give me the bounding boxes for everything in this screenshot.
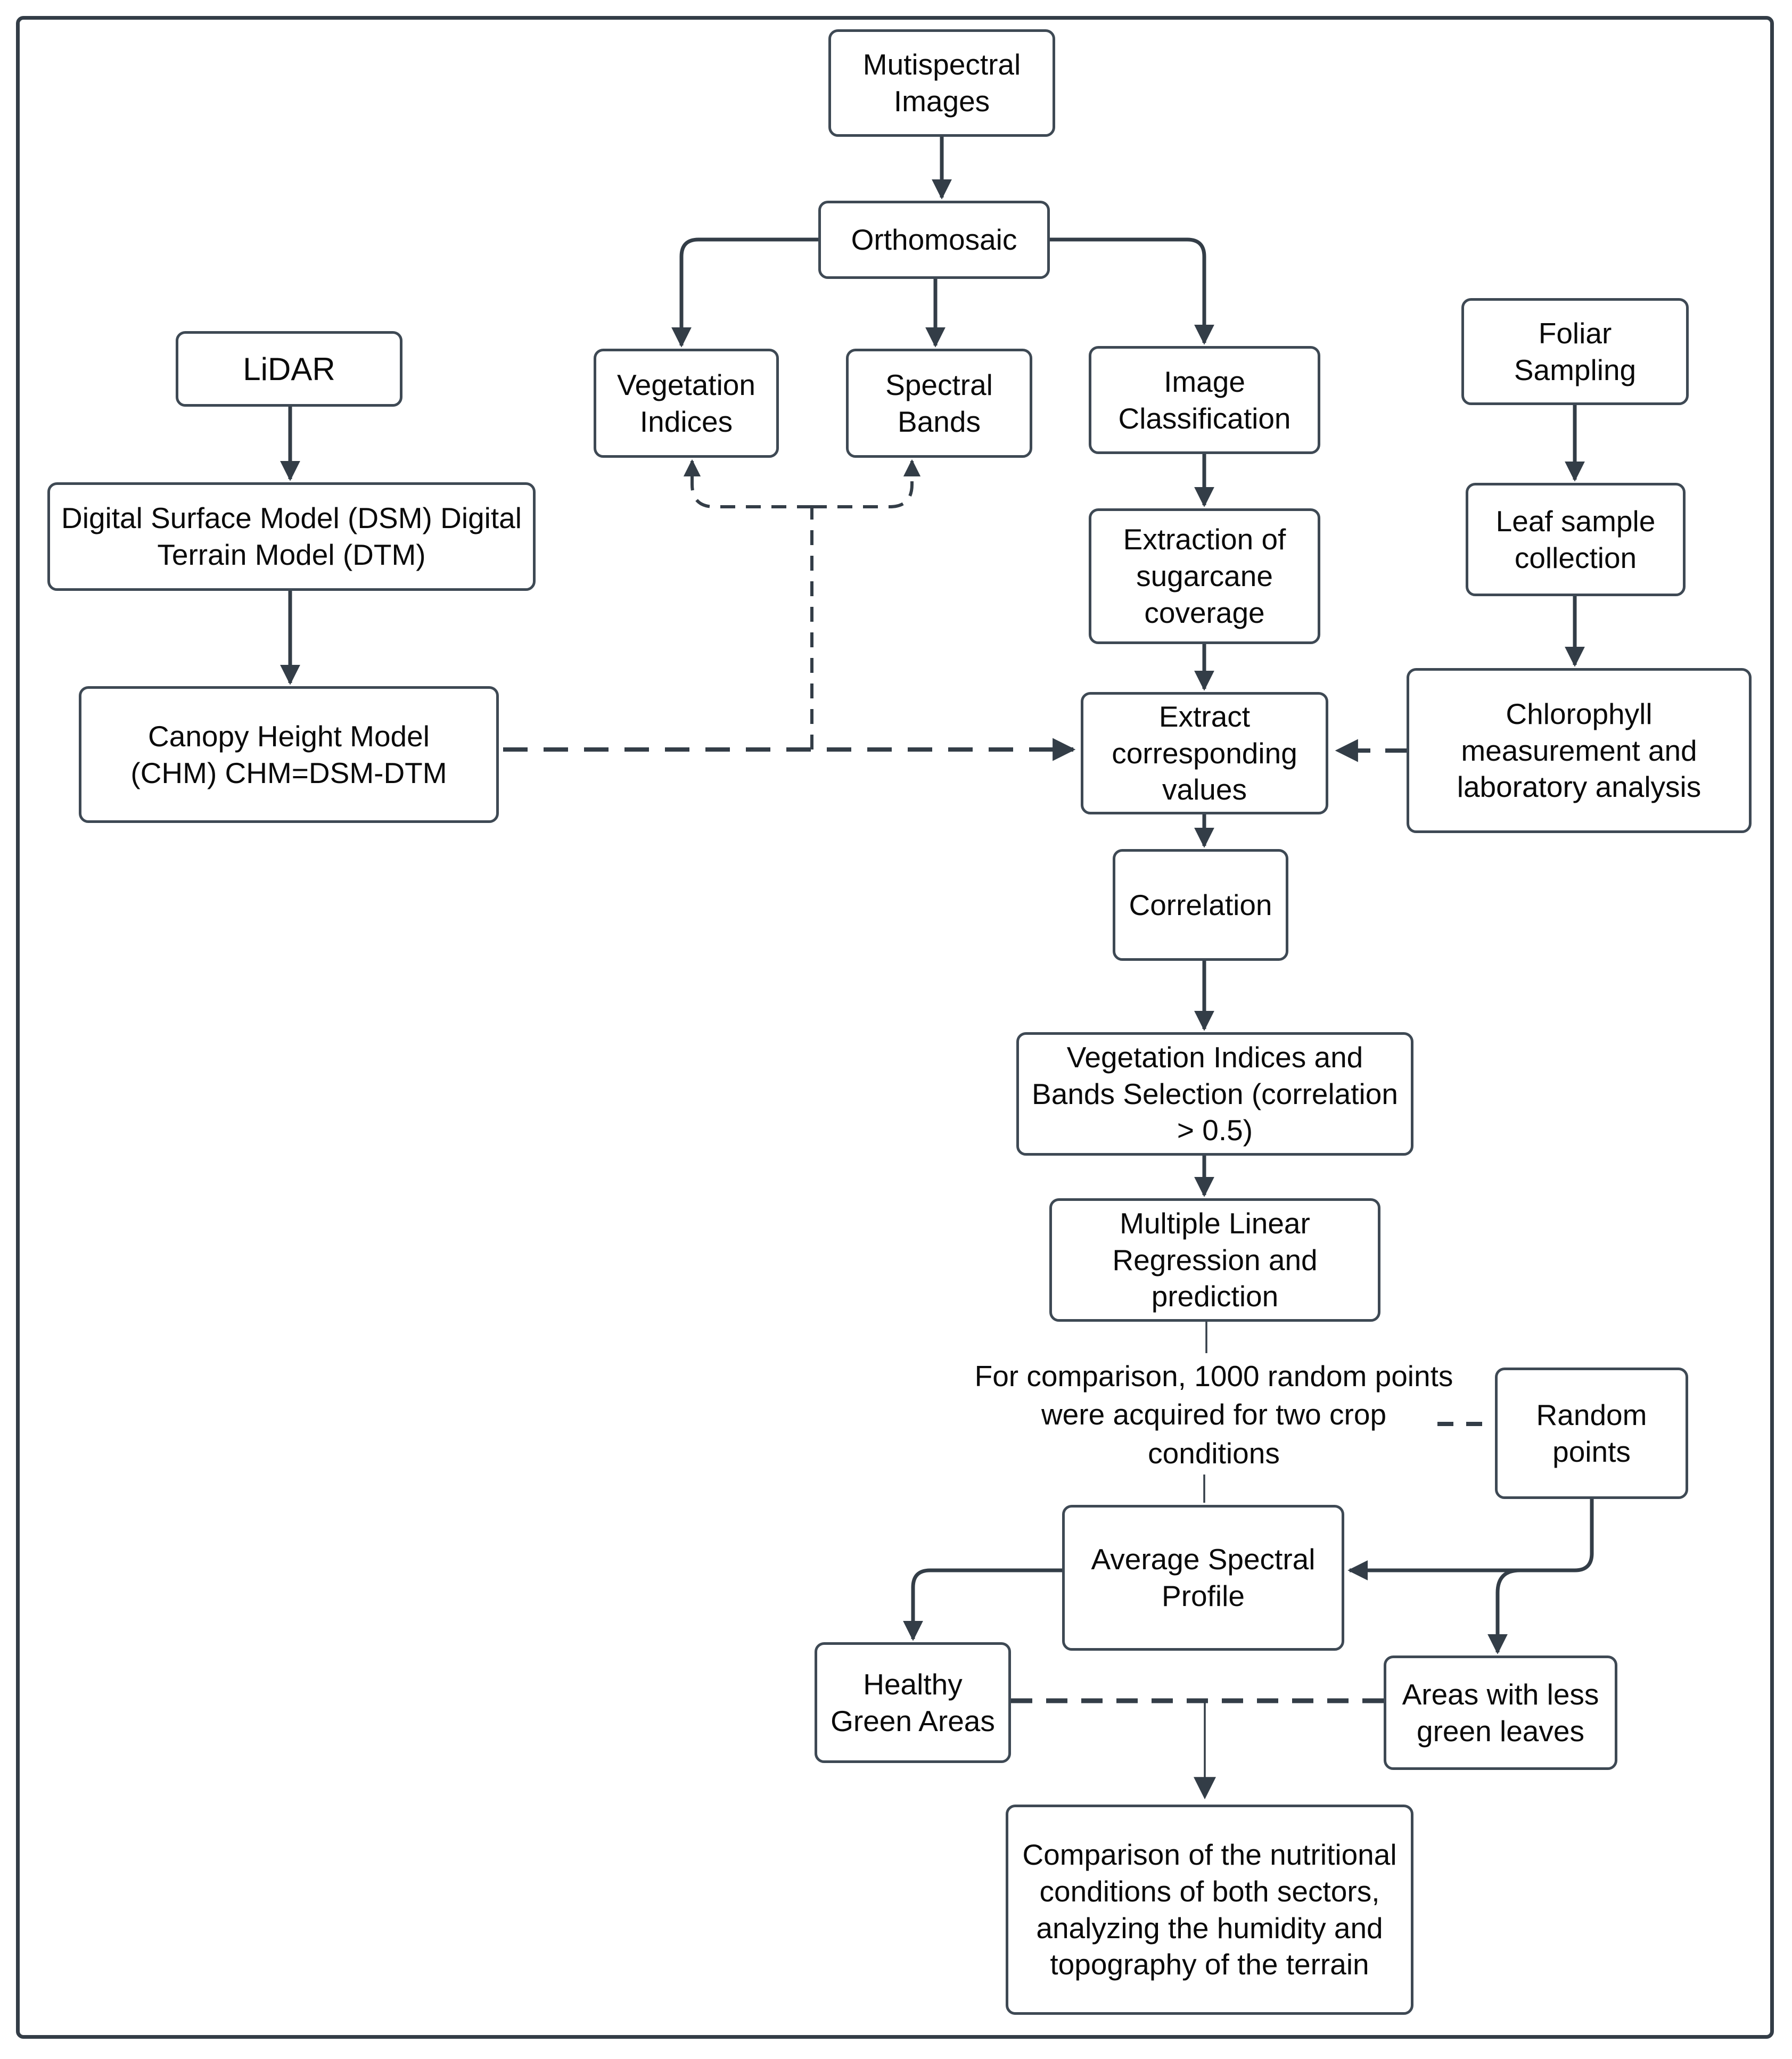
node-foliar-sampling: Foliar Sampling [1461,298,1689,405]
node-spectral-bands: Spectral Bands [846,349,1032,458]
node-extraction-sugarcane: Extraction of sugarcane coverage [1089,508,1320,644]
edge-dashed-to-vegindices [683,459,812,508]
node-lidar: LiDAR [176,331,402,407]
page-border [16,16,1774,2039]
node-chlorophyll-measurement: Chlorophyll measurement and laboratory a… [1407,668,1752,833]
node-random-points: Random points [1495,1368,1688,1499]
node-correlation: Correlation [1113,849,1288,961]
edge-avgspectral-healthy [903,1568,1062,1641]
node-healthy-green-areas: Healthy Green Areas [815,1642,1011,1763]
node-final-comparison: Comparison of the nutritional conditions… [1006,1805,1413,2015]
edge-randompoints-lessgreen [1487,1568,1520,1654]
node-selection: Vegetation Indices and Bands Selection (… [1016,1032,1413,1156]
edge-randompoints-avgspectral [1347,1499,1594,1580]
node-regression: Multiple Linear Regression and predictio… [1049,1198,1380,1322]
node-leaf-sample-collection: Leaf sample collection [1466,483,1686,596]
edge-orthomosaic-image-classification [1050,237,1214,345]
node-orthomosaic: Orthomosaic [818,201,1050,279]
node-areas-less-green-leaves: Areas with less green leaves [1384,1656,1617,1770]
edge-dashed-to-spectralbands [812,459,921,508]
note-comparison-random-points: For comparison, 1000 random points were … [974,1359,1453,1470]
node-extract-values: Extract corresponding values [1081,692,1328,814]
node-vegetation-indices: Vegetation Indices [594,349,779,458]
node-multispectral-images: Mutispectral Images [828,29,1055,137]
edge-orthomosaic-vegetation-indices [671,237,818,348]
node-dsm-dtm: Digital Surface Model (DSM) Digital Terr… [47,482,536,591]
node-chm: Canopy Height Model (CHM) CHM=DSM-DTM [79,686,499,823]
node-average-spectral-profile: Average Spectral Profile [1062,1505,1344,1651]
node-image-classification: Image Classification [1089,346,1320,454]
